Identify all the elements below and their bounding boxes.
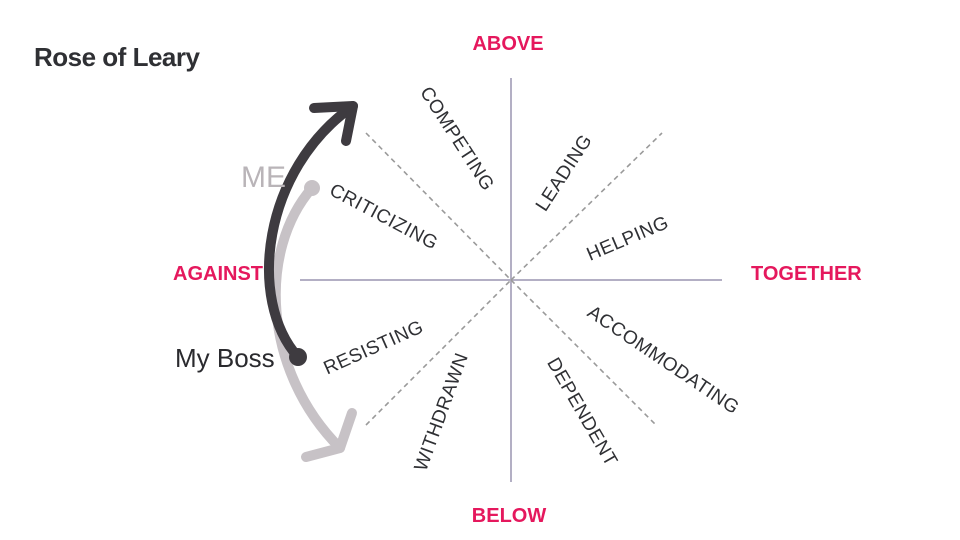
axis-label-together: TOGETHER — [751, 263, 862, 285]
axis-label-against: AGAINST — [173, 263, 263, 285]
segment-label-helping: HELPING — [584, 212, 672, 265]
person-label-boss: My Boss — [175, 343, 275, 373]
diagonal-line-lower-right — [510, 279, 657, 426]
segment-label-withdrawn: WITHDRAWN — [411, 350, 473, 474]
boss-arrow — [264, 101, 358, 366]
segment-label-dependent: DEPENDENT — [542, 354, 621, 470]
person-label-me: ME — [241, 161, 286, 194]
segment-label-leading: LEADING — [532, 131, 597, 215]
diagonal-line-upper-left — [365, 132, 512, 281]
axis-label-below: BELOW — [472, 505, 547, 527]
segment-label-accommodating: ACCOMMODATING — [583, 302, 742, 419]
me-arrow — [270, 180, 357, 462]
diagonal-line-upper-right — [510, 132, 663, 281]
page-title: Rose of Leary — [34, 42, 200, 72]
axis-label-above: ABOVE — [472, 33, 543, 55]
segment-label-resisting: RESISTING — [321, 317, 427, 380]
diagonal-line-lower-left — [365, 279, 512, 426]
segment-label-competing: COMPETING — [415, 83, 498, 195]
